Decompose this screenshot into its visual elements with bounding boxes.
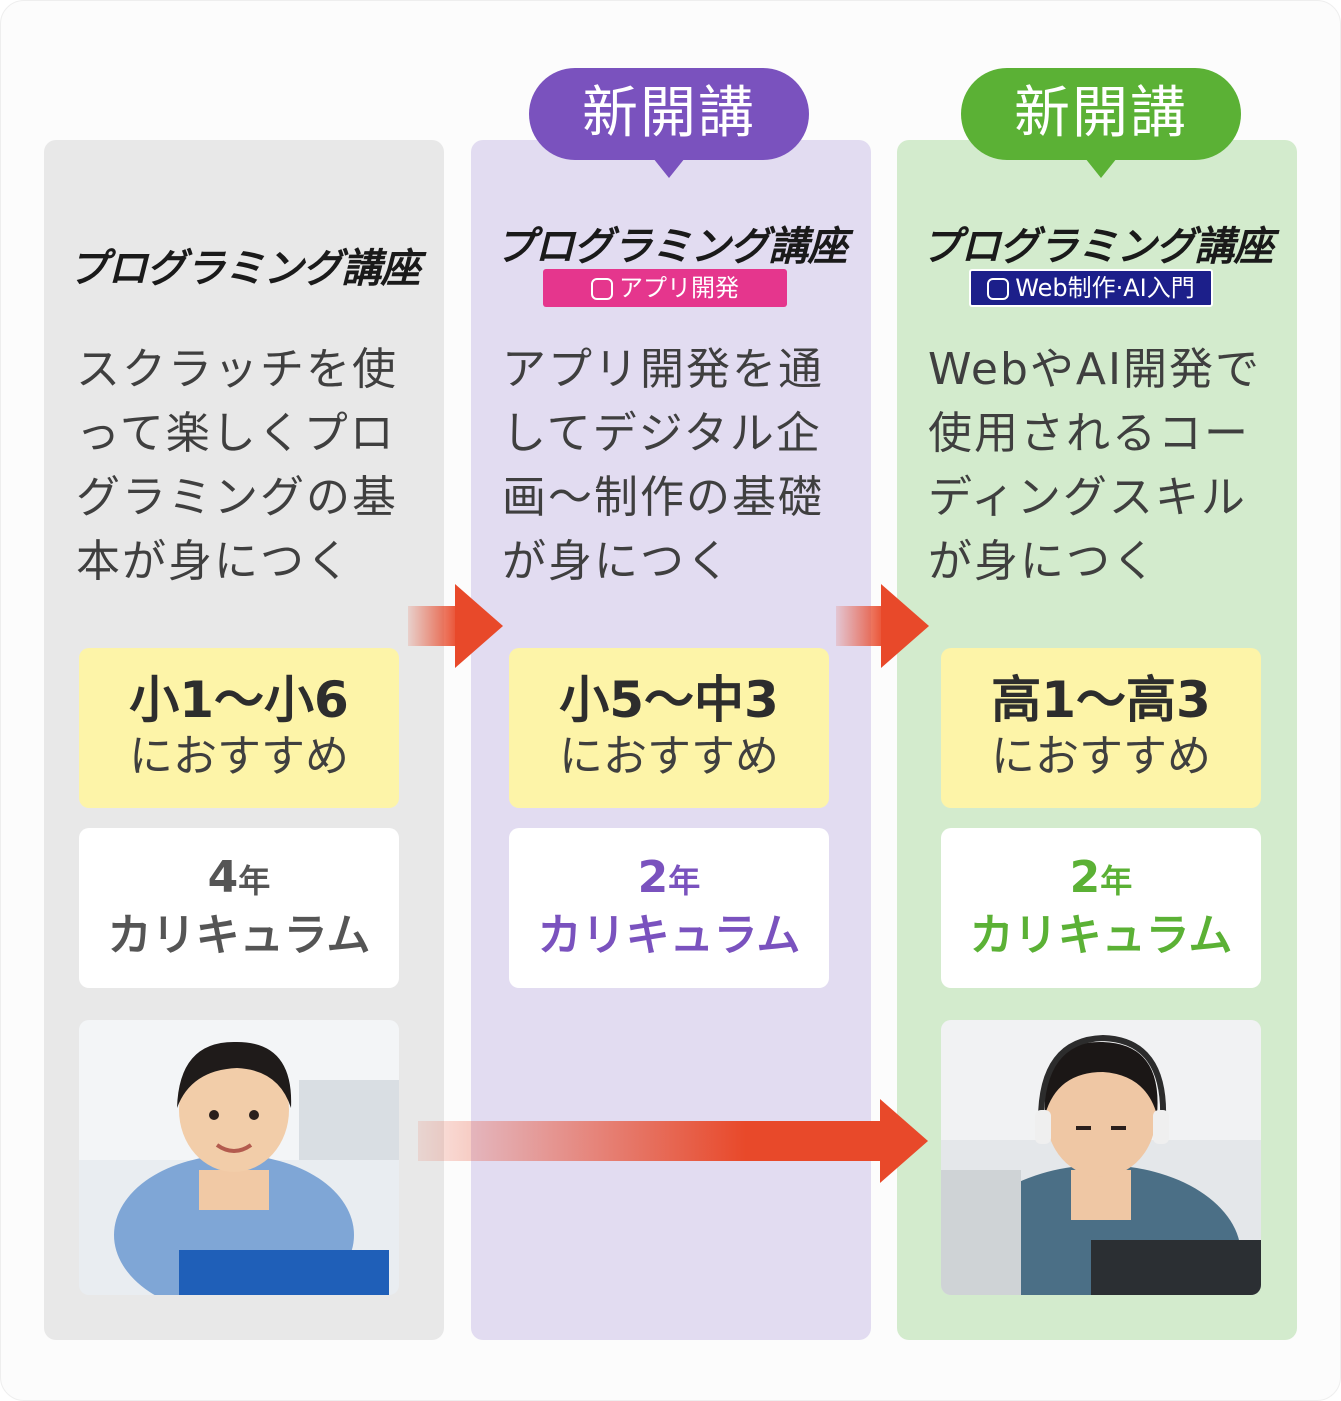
programming-course-logo: プログラミング講座 — [921, 224, 1274, 270]
programming-course-logo: プログラミング講座 — [68, 246, 421, 292]
arrow-right-icon — [880, 1099, 928, 1183]
course-description: スクラッチを使って楽しくプログラミングの基本が身につく — [76, 344, 398, 587]
app-dev-label: アプリ開発 — [543, 269, 787, 307]
new-course-badge-web: 新開講 — [961, 68, 1241, 178]
curriculum-length: 2年 カリキュラム — [941, 828, 1261, 988]
teen-photo — [941, 1020, 1261, 1295]
curriculum-length: 2年 カリキュラム — [509, 828, 829, 988]
arrow-shaft — [836, 606, 886, 646]
age-recommendation: 小1〜小6 におすすめ — [79, 648, 399, 808]
boy-photo — [79, 1020, 399, 1295]
arrow-right-icon — [455, 584, 503, 668]
programming-course-logo: プログラミング講座 — [495, 224, 848, 270]
course-description: アプリ開発を通してデジタル企画〜制作の基礎が身につく — [502, 344, 824, 587]
arrow-right-icon — [881, 584, 929, 668]
age-recommendation: 高1〜高3 におすすめ — [941, 648, 1261, 808]
age-recommendation: 小5〜中3 におすすめ — [509, 648, 829, 808]
course-description: WebやAI開発で使用されるコーディングスキルが身につく — [928, 344, 1262, 587]
arrow-shaft — [408, 606, 460, 646]
gear-icon — [591, 278, 613, 300]
globe-icon — [987, 278, 1010, 300]
new-course-badge-app: 新開講 — [529, 68, 809, 178]
curriculum-length: 4年 カリキュラム — [79, 828, 399, 988]
web-ai-label: Web制作·AI入門 — [969, 269, 1213, 307]
arrow-shaft — [418, 1121, 886, 1161]
